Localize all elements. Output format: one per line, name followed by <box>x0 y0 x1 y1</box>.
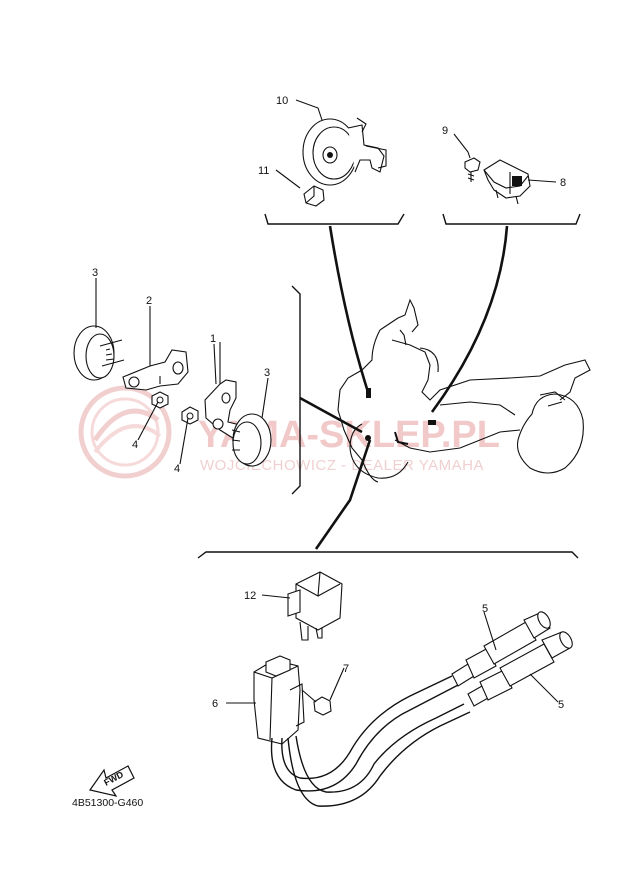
callout-2: 2 <box>146 295 152 307</box>
detail-frame-bottom <box>197 551 579 559</box>
detail-frame-horn <box>264 213 405 225</box>
callout-9: 9 <box>442 125 448 137</box>
callout-3-right: 3 <box>264 367 270 379</box>
callout-10: 10 <box>276 95 288 107</box>
watermark-logo <box>78 385 172 479</box>
bike-relay-location <box>365 435 371 441</box>
callout-12: 12 <box>244 590 256 602</box>
callout-4-right: 4 <box>174 463 180 475</box>
callout-6: 6 <box>212 698 218 710</box>
part-code: 4B51300-G460 <box>72 797 143 809</box>
plug-leads <box>270 675 471 807</box>
rubber-damper-left <box>73 325 125 381</box>
rubber-damper-right <box>231 413 272 467</box>
callout-11: 11 <box>258 165 269 177</box>
sensor-part <box>483 159 531 205</box>
detail-frame-left <box>291 285 301 495</box>
bike-coil-location <box>394 431 409 445</box>
callouts: 10 11 9 8 3 2 1 3 4 4 12 5 7 6 5 <box>92 95 566 711</box>
flange-bolt-part <box>303 185 325 207</box>
nut-4b-part <box>181 406 199 425</box>
screw-part <box>464 157 481 182</box>
spark-plug-cap-upper <box>451 611 551 687</box>
callout-7: 7 <box>343 663 349 675</box>
leader-lines <box>299 225 509 550</box>
spark-plug-cap-lower <box>467 631 573 707</box>
bracket-2-part <box>122 338 189 391</box>
detail-frame-sensor <box>442 213 581 225</box>
nut-4a-part <box>151 391 169 409</box>
callout-8: 8 <box>560 177 566 189</box>
watermark-dealer: WOJCIECHOWICZ - DEALER YAMAHA <box>200 457 484 474</box>
bolt-7-part <box>301 689 332 716</box>
watermark: YAMA-SKLEP.PL WOJCIECHOWICZ - DEALER YAM… <box>78 385 500 479</box>
bike-sensor-location <box>428 420 436 425</box>
callout-5-upper: 5 <box>482 603 488 615</box>
bike-horn-location <box>366 388 371 398</box>
callout-1: 1 <box>210 333 216 345</box>
horn-part <box>302 117 387 186</box>
motorcycle-outline <box>337 298 591 483</box>
ignition-coil-part <box>253 655 305 745</box>
callout-leaders <box>95 99 559 704</box>
callout-3-left: 3 <box>92 267 98 279</box>
callout-4-left: 4 <box>132 439 138 451</box>
fwd-arrow-icon: FWD <box>88 765 135 797</box>
callout-5-lower: 5 <box>558 699 564 711</box>
relay-part <box>287 571 343 641</box>
